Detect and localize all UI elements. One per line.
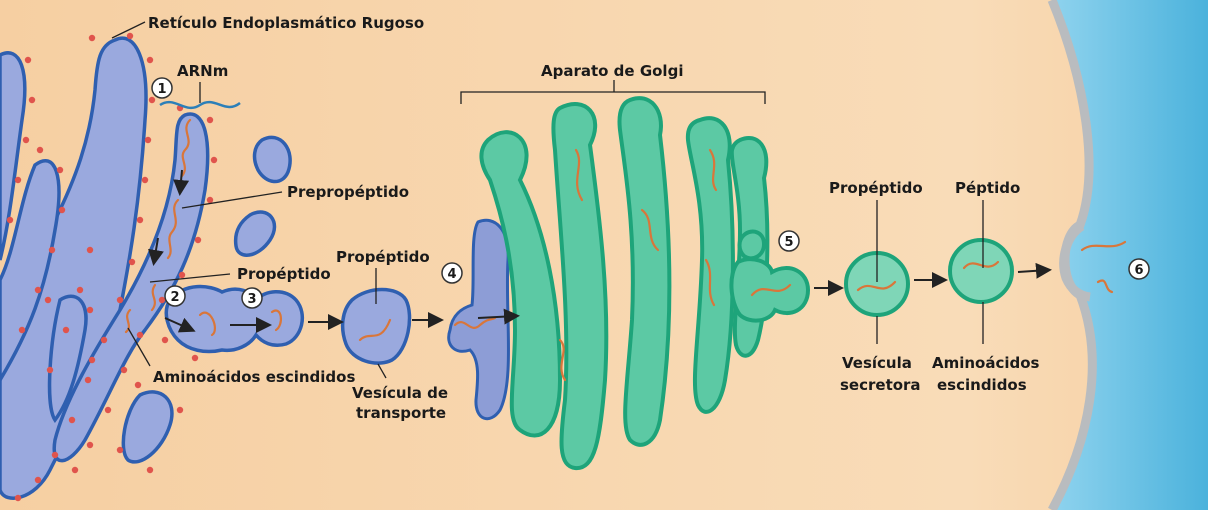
ribosome xyxy=(141,176,149,184)
ribosome xyxy=(34,476,42,484)
step-badge-1: 1 xyxy=(151,77,173,99)
step-number: 2 xyxy=(170,290,179,305)
ribosome xyxy=(86,306,94,314)
ribosome xyxy=(146,56,154,64)
label-cleaved-golgi-1: Aminoácidos xyxy=(932,354,1040,372)
step-badge-2: 2 xyxy=(164,285,186,307)
ribosome xyxy=(48,246,56,254)
ribosome xyxy=(136,331,144,339)
ribosome xyxy=(44,296,52,304)
label-proprotein-secretory: Propéptido xyxy=(829,179,923,197)
label-transport-vesicle-2: transporte xyxy=(356,404,446,422)
label-mrna: ARNm xyxy=(177,62,228,80)
ribosome xyxy=(14,176,22,184)
label-proprotein-er: Propéptido xyxy=(237,265,331,283)
ribosome xyxy=(148,96,156,104)
ribosome xyxy=(136,216,144,224)
step-number: 6 xyxy=(1134,263,1143,278)
ribosome xyxy=(100,336,108,344)
label-preproprotein: Prepropéptido xyxy=(287,183,409,201)
label-secretory-vesicle-1: Vesícula xyxy=(842,354,912,372)
ribosome xyxy=(88,34,96,42)
ribosome xyxy=(116,296,124,304)
ribosome xyxy=(116,446,124,454)
ribosome xyxy=(76,286,84,294)
ribosome xyxy=(146,466,154,474)
flow-arrows xyxy=(148,169,1052,333)
step-number: 4 xyxy=(447,267,456,282)
label-proprotein-vesicle: Propéptido xyxy=(336,248,430,266)
step-number: 1 xyxy=(157,82,166,97)
ribosome xyxy=(51,451,59,459)
ribosome xyxy=(18,326,26,334)
step-badge-3: 3 xyxy=(241,287,263,309)
ribosome xyxy=(68,416,76,424)
ribosome xyxy=(56,166,64,174)
ribosome xyxy=(176,406,184,414)
step-badge-4: 4 xyxy=(441,262,463,284)
ribosome xyxy=(62,326,70,334)
ribosome xyxy=(58,206,66,214)
ribosome xyxy=(120,366,128,374)
ribosome xyxy=(71,466,79,474)
ribosome xyxy=(84,376,92,384)
ribosome xyxy=(86,441,94,449)
ribosome xyxy=(34,286,42,294)
ribosome xyxy=(88,356,96,364)
step-number: 5 xyxy=(784,235,793,250)
ribosome xyxy=(22,136,30,144)
ribosome xyxy=(36,146,44,154)
label-golgi: Aparato de Golgi xyxy=(541,62,683,80)
ribosome xyxy=(191,354,199,362)
transport-vesicle xyxy=(340,287,412,365)
label-cleaved-golgi-2: escindidos xyxy=(937,376,1027,394)
ribosome xyxy=(6,216,14,224)
ribosome xyxy=(134,381,142,389)
ribosome xyxy=(46,366,54,374)
ribosome xyxy=(128,258,136,266)
ribosome xyxy=(14,494,22,502)
ribosome xyxy=(210,156,218,164)
rough-er xyxy=(0,36,305,500)
label-secretory-vesicle-2: secretora xyxy=(840,376,921,394)
label-peptide: Péptido xyxy=(955,179,1020,197)
ribosomes xyxy=(6,32,259,502)
ribosome xyxy=(28,96,36,104)
leader-lines xyxy=(111,21,984,379)
ribosome xyxy=(194,236,202,244)
step-number: 3 xyxy=(247,292,256,307)
label-transport-vesicle-1: Vesícula de xyxy=(352,384,448,402)
ribosome xyxy=(206,116,214,124)
ribosome xyxy=(206,196,214,204)
ribosome xyxy=(161,336,169,344)
ribosome xyxy=(86,246,94,254)
label-cleaved-er: Aminoácidos escindidos xyxy=(153,368,355,386)
mrna-strand xyxy=(159,100,241,110)
ribosome xyxy=(126,32,134,40)
exocytosis-pocket xyxy=(1059,222,1091,302)
ribosome xyxy=(144,136,152,144)
ribosome xyxy=(158,296,166,304)
ribosome xyxy=(24,56,32,64)
step-badge-5: 5 xyxy=(778,230,800,252)
label-rough-er: Retículo Endoplasmático Rugoso xyxy=(148,14,424,32)
ribosome xyxy=(104,406,112,414)
peptide-chains xyxy=(124,118,1127,382)
step-badge-6: 6 xyxy=(1128,258,1150,280)
ribosome xyxy=(178,271,186,279)
secretory-vesicle-peptide xyxy=(948,238,1014,304)
